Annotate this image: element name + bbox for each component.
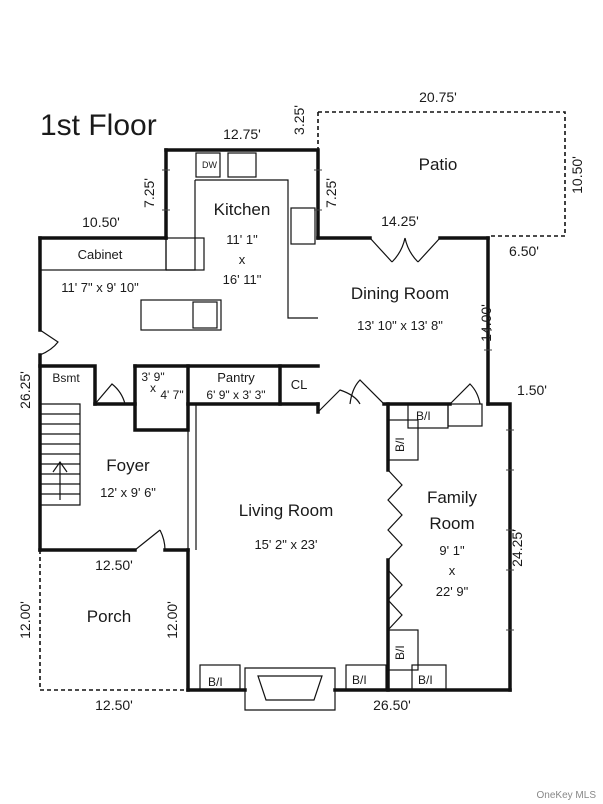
dim-patio-offset: 3.25' (291, 105, 307, 135)
dining-room-size: 13' 10" x 13' 8" (357, 318, 443, 333)
stairs (40, 413, 80, 500)
patio-name: Patio (419, 155, 458, 174)
kitchen-x: x (239, 252, 246, 267)
builtin-label: B/I (393, 437, 407, 452)
dim-porch-top: 12.50' (95, 557, 133, 573)
family-room-name-line1: Family (427, 488, 478, 507)
basement-label: Bsmt (52, 371, 80, 385)
dim-porch-left: 12.00' (17, 601, 33, 639)
bath-x: x (150, 381, 156, 395)
builtin-label: B/I (418, 673, 433, 687)
pantry-size: 6' 9" x 3' 3" (206, 388, 265, 402)
cabinet-name: Cabinet (78, 247, 123, 262)
dim-cabinet-top: 10.50' (82, 214, 120, 230)
family-room-name-line2: Room (429, 514, 474, 533)
dim-kitchen-right: 7.25' (323, 178, 339, 208)
watermark: OneKey MLS (537, 790, 597, 801)
builtin-label: B/I (208, 675, 223, 689)
porch-outline (39, 550, 188, 691)
dim-patio-right: 10.50' (569, 156, 585, 194)
kitchen-name: Kitchen (214, 200, 271, 219)
living-room-name: Living Room (239, 501, 334, 520)
dim-patio-step: 6.50' (509, 243, 539, 259)
dishwasher-label: DW (202, 160, 217, 170)
living-room-size: 15' 2" x 23' (254, 537, 317, 552)
dim-patio-top: 20.75' (419, 89, 457, 105)
foyer-size: 12' x 9' 6" (100, 485, 156, 500)
bath-width: 3' 9" (141, 370, 164, 384)
pantry-name: Pantry (217, 370, 255, 385)
closet-label: CL (291, 377, 308, 392)
dim-kitchen-left: 7.25' (141, 178, 157, 208)
dining-room-name: Dining Room (351, 284, 449, 303)
dim-bottom: 26.50' (373, 697, 411, 713)
dim-family-right: 24.25' (509, 529, 525, 567)
walls (38, 148, 512, 711)
cabinet-size: 11' 7" x 9' 10" (61, 280, 139, 295)
dim-kitchen-top: 12.75' (223, 126, 261, 142)
family-room-x: x (449, 563, 456, 578)
foyer-name: Foyer (106, 456, 150, 475)
dim-porch-right: 12.00' (164, 601, 180, 639)
builtin-label: B/I (393, 645, 407, 660)
dim-left-side: 26.25' (17, 371, 33, 409)
dim-dining-right: 14.00' (478, 304, 494, 342)
family-room-width: 9' 1" (439, 543, 465, 558)
dim-step-right: 1.50' (517, 382, 547, 398)
windows (162, 169, 514, 631)
dim-porch-bottom: 12.50' (95, 697, 133, 713)
doors (39, 237, 481, 551)
dim-dining-top: 14.25' (381, 213, 419, 229)
family-room-height: 22' 9" (436, 584, 469, 599)
kitchen-height: 16' 11" (223, 272, 262, 287)
patio-outline (317, 111, 566, 237)
builtin-label: B/I (416, 409, 431, 423)
kitchen-width: 11' 1" (226, 232, 258, 247)
floor-title: 1st Floor (40, 109, 157, 142)
builtin-label: B/I (352, 673, 367, 687)
bath-height: 4' 7" (160, 388, 183, 402)
porch-name: Porch (87, 607, 131, 626)
